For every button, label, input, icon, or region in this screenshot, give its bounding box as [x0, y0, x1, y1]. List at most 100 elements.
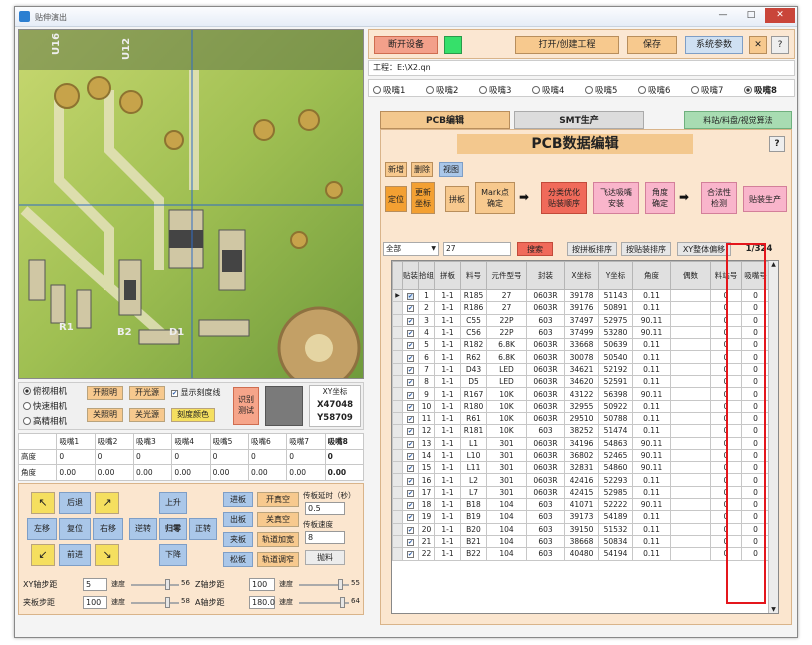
mount-checkbox[interactable]: ✔ [407, 342, 414, 350]
maximize-button[interactable]: □ [746, 10, 756, 20]
close-icon[interactable]: ✕ [749, 36, 767, 54]
column-header[interactable]: 料号 [460, 261, 487, 290]
grid-cell[interactable]: 1-1 [434, 313, 461, 327]
start-production-button[interactable]: 贴装生产 [743, 186, 787, 212]
grid-cell[interactable]: 10K [486, 411, 527, 426]
grid-cell[interactable]: 43122 [564, 387, 599, 401]
grid-cell[interactable]: C56 [460, 325, 487, 340]
vertical-scrollbar[interactable]: ▲ ▼ [768, 261, 778, 613]
row-header[interactable] [392, 313, 403, 327]
grid-cell[interactable]: 52192 [598, 362, 633, 377]
column-header[interactable]: 角度 [632, 261, 671, 290]
grid-cell[interactable]: 4 [418, 325, 435, 340]
legality-check-button[interactable]: 合法性 检测 [701, 182, 737, 214]
grid-cell[interactable]: C55 [460, 313, 487, 327]
grid-cell[interactable]: 39173 [564, 510, 599, 524]
vacuum-off-button[interactable]: 关真空 [257, 512, 299, 527]
save-button[interactable]: 保存 [627, 36, 677, 54]
grid-cell[interactable]: 1-1 [434, 375, 461, 389]
grid-cell[interactable]: D43 [460, 362, 487, 377]
row-header[interactable] [392, 338, 403, 352]
mount-checkbox[interactable]: ✔ [407, 391, 414, 399]
mount-checkbox[interactable]: ✔ [407, 489, 414, 497]
disconnect-device-button[interactable]: 断开设备 [374, 36, 438, 54]
grid-cell[interactable]: B21 [460, 534, 487, 549]
grid-cell[interactable]: 50639 [598, 338, 633, 352]
grid-cell[interactable]: 14 [418, 448, 435, 463]
mount-checkbox[interactable]: ✔ [407, 477, 414, 485]
move-right-button[interactable]: 右移 [93, 518, 123, 540]
grid-cell[interactable] [670, 338, 711, 352]
feeder-install-button[interactable]: 飞达吸嘴 安装 [593, 182, 639, 214]
grid-cell[interactable]: 104 [486, 534, 527, 549]
grid-cell[interactable]: 301 [486, 485, 527, 500]
grid-cell[interactable]: 603 [526, 510, 565, 524]
transfer-speed-input[interactable]: 8 [305, 531, 345, 544]
mount-checkbox[interactable]: ✔ [407, 453, 414, 460]
grid-cell[interactable]: 38252 [564, 424, 599, 438]
grid-cell[interactable]: L1 [460, 436, 487, 450]
grid-cell[interactable]: 9 [418, 387, 435, 401]
column-header[interactable]: 元件型号 [486, 261, 527, 290]
grid-cell[interactable]: 34196 [564, 436, 599, 450]
search-button[interactable]: 搜索 [517, 242, 553, 256]
grid-cell[interactable]: R181 [460, 424, 487, 438]
mount-checkbox[interactable]: ✔ [407, 514, 414, 522]
grid-cell[interactable]: 21 [418, 534, 435, 549]
grid-cell[interactable]: 603 [526, 534, 565, 549]
grid-cell[interactable]: 1-1 [434, 387, 461, 401]
grid-cell[interactable] [670, 448, 711, 463]
open-light-button[interactable]: 开照明 [87, 386, 123, 400]
row-header[interactable] [392, 301, 403, 315]
grid-cell[interactable]: 0603R [526, 473, 565, 487]
grid-cell[interactable]: 0.11 [632, 547, 671, 561]
recognize-test-button[interactable]: 识别 测试 [233, 387, 259, 425]
mount-checkbox[interactable]: ✔ [407, 440, 414, 448]
grid-cell[interactable]: 0603R [526, 301, 565, 315]
grid-cell[interactable]: 18 [418, 498, 435, 512]
grid-cell[interactable]: 17 [418, 485, 435, 500]
grid-cell[interactable]: 1-1 [434, 399, 461, 413]
row-header[interactable] [392, 387, 403, 401]
grid-cell[interactable]: 11 [418, 411, 435, 426]
rotate-cw-button[interactable]: 正转 [189, 518, 217, 540]
row-header[interactable] [392, 362, 403, 377]
grid-cell[interactable] [670, 301, 711, 315]
grid-cell[interactable] [670, 313, 711, 327]
search-input[interactable]: 27 [443, 242, 511, 256]
grid-cell[interactable]: 0603R [526, 411, 565, 426]
grid-cell[interactable]: 104 [486, 522, 527, 536]
open-source-button[interactable]: 开光源 [129, 386, 165, 400]
home-reset-button[interactable]: 复位 [59, 518, 91, 540]
tab-pcb-edit[interactable]: PCB编辑 [380, 111, 510, 129]
board-out-button[interactable]: 出板 [223, 512, 253, 527]
nozzle-radio-4[interactable]: 吸嘴4 [532, 84, 564, 96]
grid-cell[interactable]: 0603R [526, 375, 565, 389]
grid-cell[interactable]: 104 [486, 498, 527, 512]
grid-cell[interactable]: 10K [486, 424, 527, 438]
a-step-input[interactable]: 180.0 [249, 596, 275, 609]
grid-cell[interactable]: 90.11 [632, 498, 671, 512]
grid-cell[interactable]: 1-1 [434, 547, 461, 561]
camera-radio-fast[interactable]: 快速相机 [23, 400, 67, 412]
row-header[interactable]: ▶ [392, 288, 403, 303]
mount-checkbox[interactable]: ✔ [407, 539, 414, 547]
grid-cell[interactable] [670, 461, 711, 475]
back-button[interactable]: 后退 [59, 492, 91, 514]
grid-cell[interactable]: 90.11 [632, 448, 671, 463]
grid-cell[interactable]: 39150 [564, 522, 599, 536]
grid-cell[interactable] [670, 522, 711, 536]
z-up-button[interactable]: 上升 [159, 492, 187, 514]
grid-cell[interactable]: 51532 [598, 522, 633, 536]
grid-cell[interactable]: B18 [460, 498, 487, 512]
grid-cell[interactable]: 104 [486, 547, 527, 561]
grid-cell[interactable]: 50891 [598, 301, 633, 315]
clamp-step-input[interactable]: 100 [83, 596, 107, 609]
slider-thumb[interactable] [337, 579, 343, 590]
